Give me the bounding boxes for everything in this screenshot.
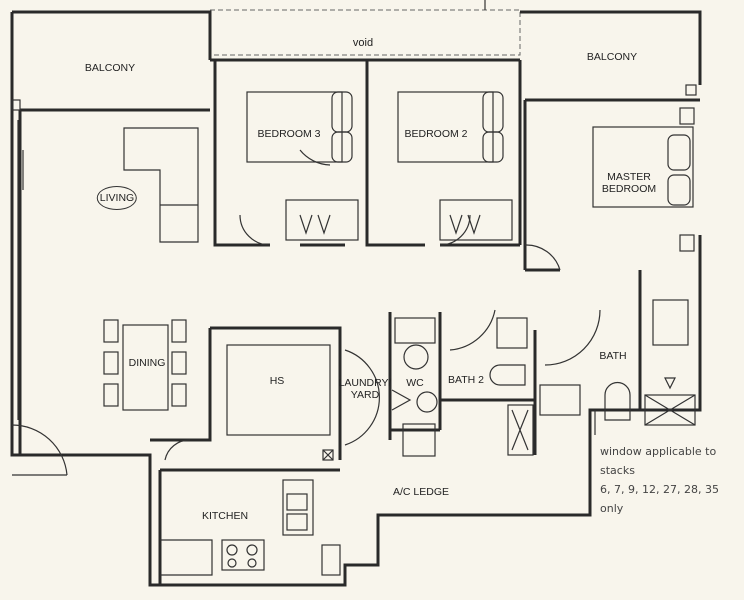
label-wc: WC [406, 377, 424, 389]
label-dining: DINING [128, 357, 166, 369]
label-laundry-line1: LAUNDRY/ [338, 377, 392, 389]
label-hs: HS [269, 375, 285, 387]
void-outline [209, 9, 521, 56]
label-living: LIVING [96, 186, 138, 210]
label-balcony-right: BALCONY [586, 51, 638, 63]
label-bath: BATH [599, 350, 627, 362]
window-note-line2: 6, 7, 9, 12, 27, 28, 35 only [600, 483, 719, 515]
label-balcony-left: BALCONY [84, 62, 136, 74]
outer-wall [10, 10, 702, 587]
label-laundry-line2: YARD [350, 389, 380, 401]
label-ac-ledge: A/C LEDGE [392, 486, 450, 498]
label-kitchen: KITCHEN [201, 510, 249, 522]
window-note-line1: window applicable to stacks [600, 445, 717, 477]
label-bedroom-2: BEDROOM 2 [404, 128, 468, 140]
window-note: window applicable to stacks 6, 7, 9, 12,… [600, 442, 744, 518]
label-bath-2: BATH 2 [448, 374, 484, 386]
label-bedroom-3: BEDROOM 3 [257, 128, 321, 140]
label-master-bedroom-line1: MASTER [607, 171, 651, 183]
label-master-bedroom-line2: BEDROOM [601, 183, 657, 195]
label-void: void [352, 37, 374, 49]
